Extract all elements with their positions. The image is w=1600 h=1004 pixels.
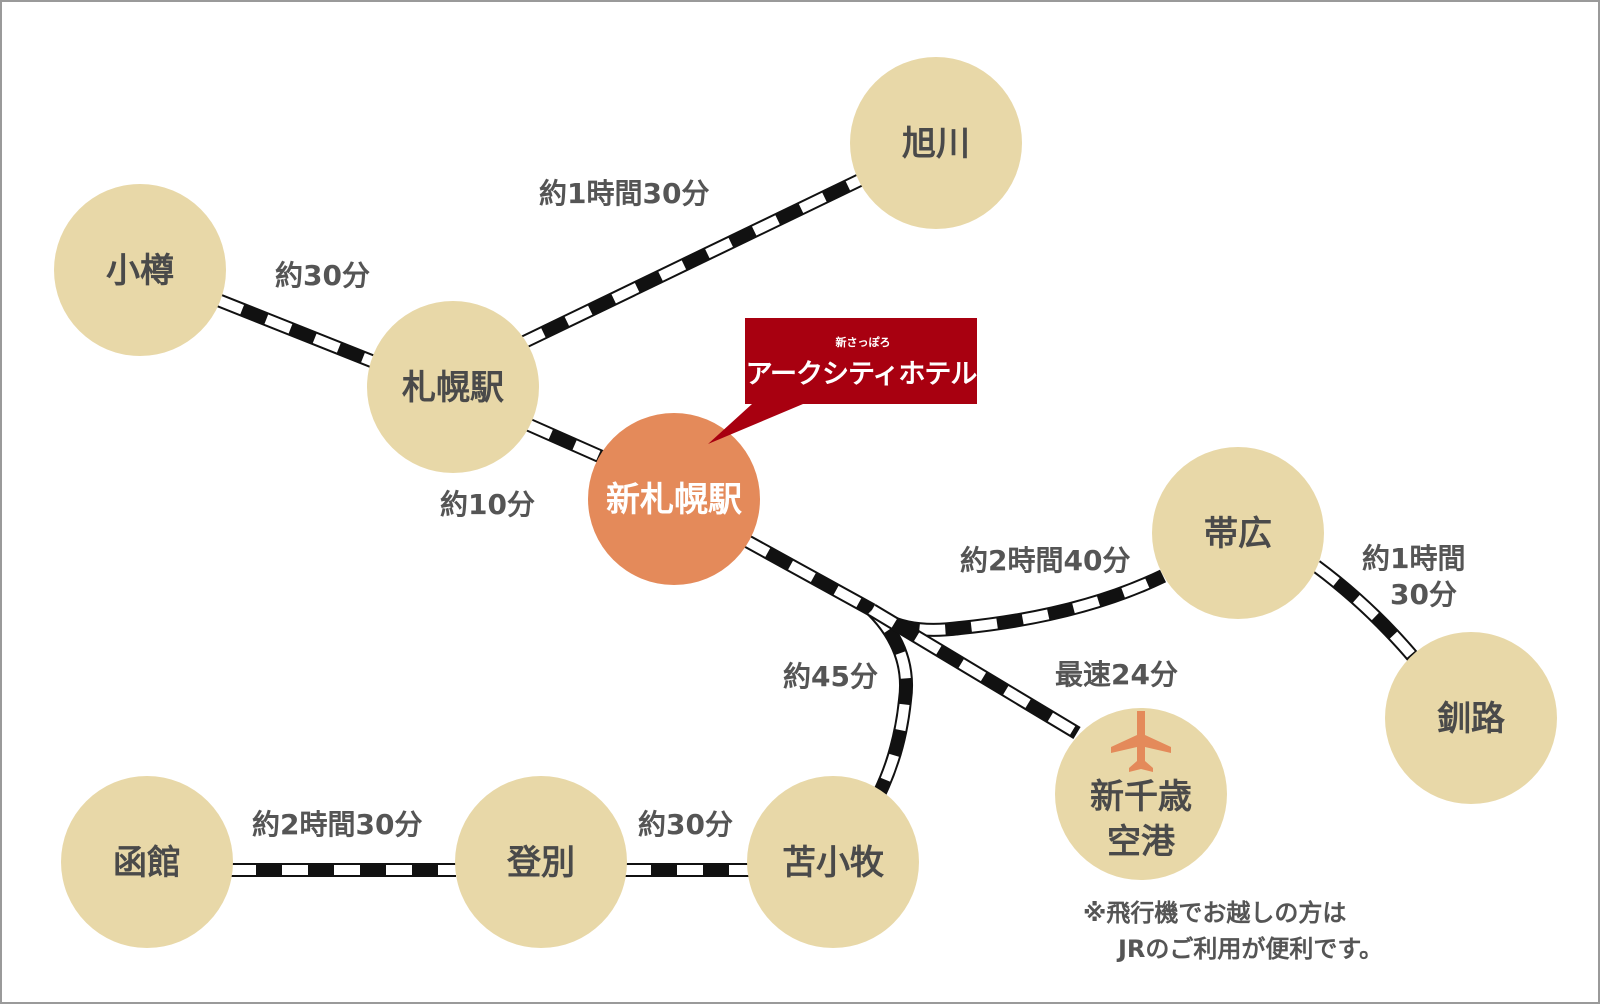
station-label-obihiro: 帯広	[1204, 514, 1272, 554]
station-tomakomai: 苫小牧	[747, 776, 919, 948]
time-shin-sapporo-obihiro: 約2時間40分	[960, 544, 1130, 577]
station-hakodate: 函館	[61, 776, 233, 948]
time-sapporo-asahikawa: 約1時間30分	[539, 177, 709, 210]
station-noboribetsu: 登別	[455, 776, 627, 948]
rail-junction-new-chitose	[868, 603, 1081, 740]
time-shin-sapporo-tomakomai: 約45分	[783, 660, 878, 693]
time-obihiro-kushiro-line1: 約1時間	[1362, 542, 1465, 575]
rail-junction-tomakomai	[866, 605, 913, 796]
airplane-icon	[1111, 711, 1171, 772]
station-label-hakodate: 函館	[113, 843, 181, 883]
station-label-tomakomai: 苫小牧	[782, 843, 885, 883]
station-asahikawa: 旭川	[850, 57, 1022, 229]
time-noboribetsu-tomakomai: 約30分	[638, 808, 733, 841]
rail-obihiro-kushiro	[1311, 560, 1420, 663]
station-sapporo: 札幌駅	[367, 301, 539, 473]
station-shin-sapporo: 新札幌駅	[588, 413, 760, 585]
station-label-new-chitose-line2: 空港	[1107, 822, 1176, 862]
station-label-otaru: 小樽	[106, 251, 174, 291]
station-new-chitose-airport: 新千歳 空港	[1055, 708, 1227, 880]
rail-shin-sapporo-junction	[741, 533, 876, 617]
time-obihiro-kushiro-line2: 30分	[1390, 578, 1457, 611]
time-shin-sapporo-new-chitose: 最速24分	[1055, 658, 1178, 691]
station-label-new-chitose-line1: 新千歳	[1090, 777, 1192, 817]
rail-sapporo-shin-sapporo	[524, 417, 607, 465]
station-label-sapporo: 札幌駅	[402, 368, 504, 408]
hotel-sub-label: 新さっぽろ	[836, 335, 891, 349]
hotel-name: アークシティホテル	[746, 359, 978, 390]
station-label-asahikawa: 旭川	[902, 124, 970, 164]
time-sapporo-shin-sapporo: 約10分	[440, 488, 535, 521]
station-obihiro: 帯広	[1152, 447, 1324, 619]
rail-sapporo-asahikawa	[516, 173, 864, 351]
station-otaru: 小樽	[54, 184, 226, 356]
station-label-shin-sapporo: 新札幌駅	[606, 480, 742, 520]
rail-otaru-sapporo	[215, 293, 377, 369]
time-hakodate-noboribetsu: 約2時間30分	[252, 808, 422, 841]
airport-note-line1: ※飛行機でお越しの方は	[1083, 899, 1346, 927]
rail-lines	[215, 173, 1420, 877]
station-label-kushiro: 釧路	[1437, 699, 1506, 739]
station-label-noboribetsu: 登別	[506, 843, 575, 883]
station-kushiro: 釧路	[1385, 632, 1557, 804]
time-otaru-sapporo: 約30分	[275, 259, 370, 292]
hotel-callout: 新さっぽろ アークシティホテル	[708, 318, 978, 444]
airport-note-line2: JRのご利用が便利です。	[1116, 935, 1383, 963]
